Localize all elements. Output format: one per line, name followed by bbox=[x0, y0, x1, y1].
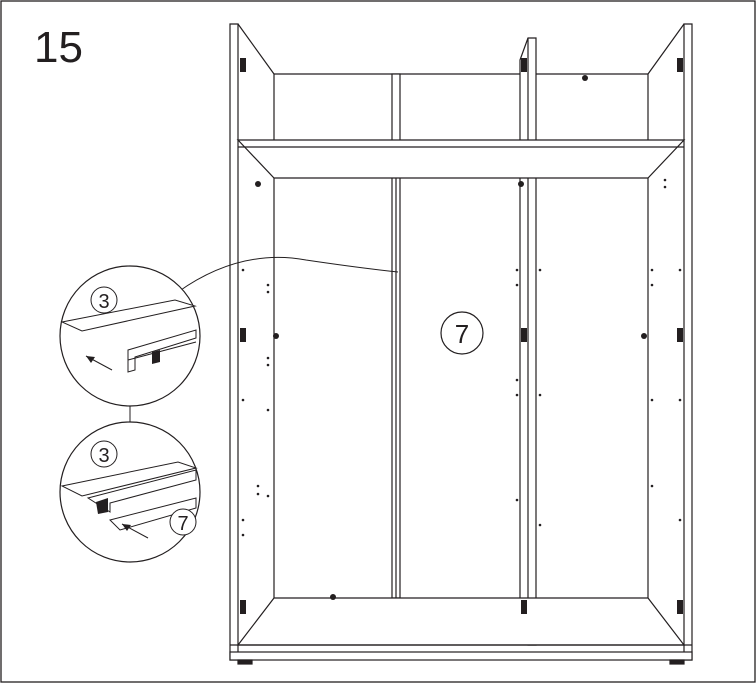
callout-main-panel: 7 bbox=[440, 311, 484, 355]
left-side-edge bbox=[237, 23, 275, 75]
detail-bottom-board-7 bbox=[109, 497, 197, 531]
cam-fitting-icon bbox=[273, 333, 279, 339]
detail-top-callout: 3 bbox=[98, 291, 109, 313]
hinge-icon bbox=[240, 58, 246, 72]
hinge-icon bbox=[677, 328, 683, 342]
detail-top-profile bbox=[127, 329, 197, 373]
arrow-head bbox=[122, 524, 131, 531]
cam-fitting-icon bbox=[641, 333, 647, 339]
wardrobe bbox=[229, 23, 693, 665]
detail-bottom-slot bbox=[96, 498, 108, 514]
step-number: 15 bbox=[34, 23, 83, 72]
leader-line bbox=[177, 257, 399, 293]
foot-left bbox=[237, 659, 253, 665]
drill-holes bbox=[241, 178, 682, 537]
right-side-edge bbox=[647, 23, 685, 75]
arrow-head bbox=[86, 356, 95, 363]
hinge-icon bbox=[521, 58, 527, 72]
left-side-panel bbox=[229, 23, 239, 661]
hinge-icon bbox=[521, 600, 527, 614]
right-side-panel bbox=[683, 23, 693, 661]
hinge-icon bbox=[677, 58, 683, 72]
detail-top-board-3 bbox=[60, 299, 197, 332]
hinge-icon bbox=[677, 600, 683, 614]
hinge-icon bbox=[240, 328, 246, 342]
shelf bbox=[236, 139, 686, 179]
detail-bottom-board-3 bbox=[60, 461, 198, 497]
hinges bbox=[240, 58, 683, 614]
cam-fitting-icon bbox=[255, 181, 261, 187]
cam-fitting-icon bbox=[582, 75, 588, 81]
callout-main-panel-label: 7 bbox=[455, 319, 469, 349]
detail-bottom-callout-a: 3 bbox=[98, 445, 109, 467]
cam-fitting-icon bbox=[518, 181, 524, 187]
detail-bottom: 3 7 bbox=[59, 421, 201, 563]
detail-bottom-callout-b: 7 bbox=[177, 513, 188, 535]
foot-right bbox=[669, 659, 685, 665]
plinth bbox=[229, 651, 693, 661]
hinge-icon bbox=[240, 600, 246, 614]
cam-fitting-icon bbox=[330, 594, 336, 600]
detail-top: 3 bbox=[59, 265, 201, 407]
bottom-panel bbox=[236, 597, 686, 646]
hinge-icon bbox=[521, 328, 527, 342]
